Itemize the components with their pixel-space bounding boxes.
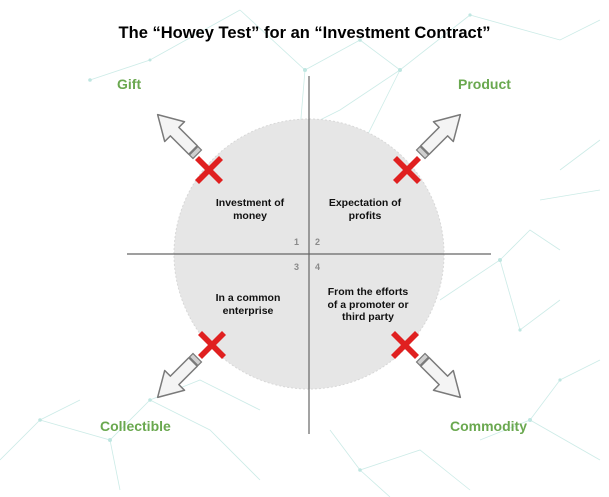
quadrant-2-line-1: Expectation of bbox=[328, 197, 402, 209]
quadrant-1-number: 1 bbox=[294, 237, 300, 247]
quadrant-2-line-2: profits bbox=[348, 209, 382, 222]
quadrant-3-line-1: In a common bbox=[215, 292, 281, 304]
quadrant-3-number: 3 bbox=[294, 262, 300, 272]
corner-label-gift: Gift bbox=[117, 76, 142, 92]
quadrant-4-line-2: of a promoter or bbox=[327, 298, 409, 311]
quadrant-2-number: 2 bbox=[315, 237, 321, 247]
quadrant-3-text: In a common enterprise bbox=[198, 292, 298, 317]
quadrant-1-line-2: money bbox=[233, 209, 267, 222]
page-title: The “Howey Test” for an “Investment Cont… bbox=[118, 24, 491, 42]
quadrant-3-line-2: enterprise bbox=[222, 304, 274, 317]
quadrant-1-line-1: Investment of bbox=[215, 197, 285, 209]
arrow-collectible-icon bbox=[146, 346, 209, 409]
corner-label-collectible: Collectible bbox=[100, 418, 171, 434]
corner-label-commodity: Commodity bbox=[450, 418, 527, 434]
arrow-commodity-icon bbox=[409, 346, 472, 409]
corner-label-product: Product bbox=[458, 76, 511, 92]
quadrant-1-text: Investment of money bbox=[200, 197, 300, 222]
arrow-gift-icon bbox=[146, 103, 209, 166]
quadrant-4-line-1: From the efforts bbox=[327, 286, 409, 298]
quadrant-4-number: 4 bbox=[315, 262, 321, 272]
quadrant-2-text: Expectation of profits bbox=[315, 197, 415, 222]
quadrant-4-line-3: third party bbox=[342, 311, 394, 323]
quadrant-4-text: From the efforts of a promoter or third … bbox=[316, 286, 420, 324]
arrow-product-icon bbox=[409, 103, 472, 166]
